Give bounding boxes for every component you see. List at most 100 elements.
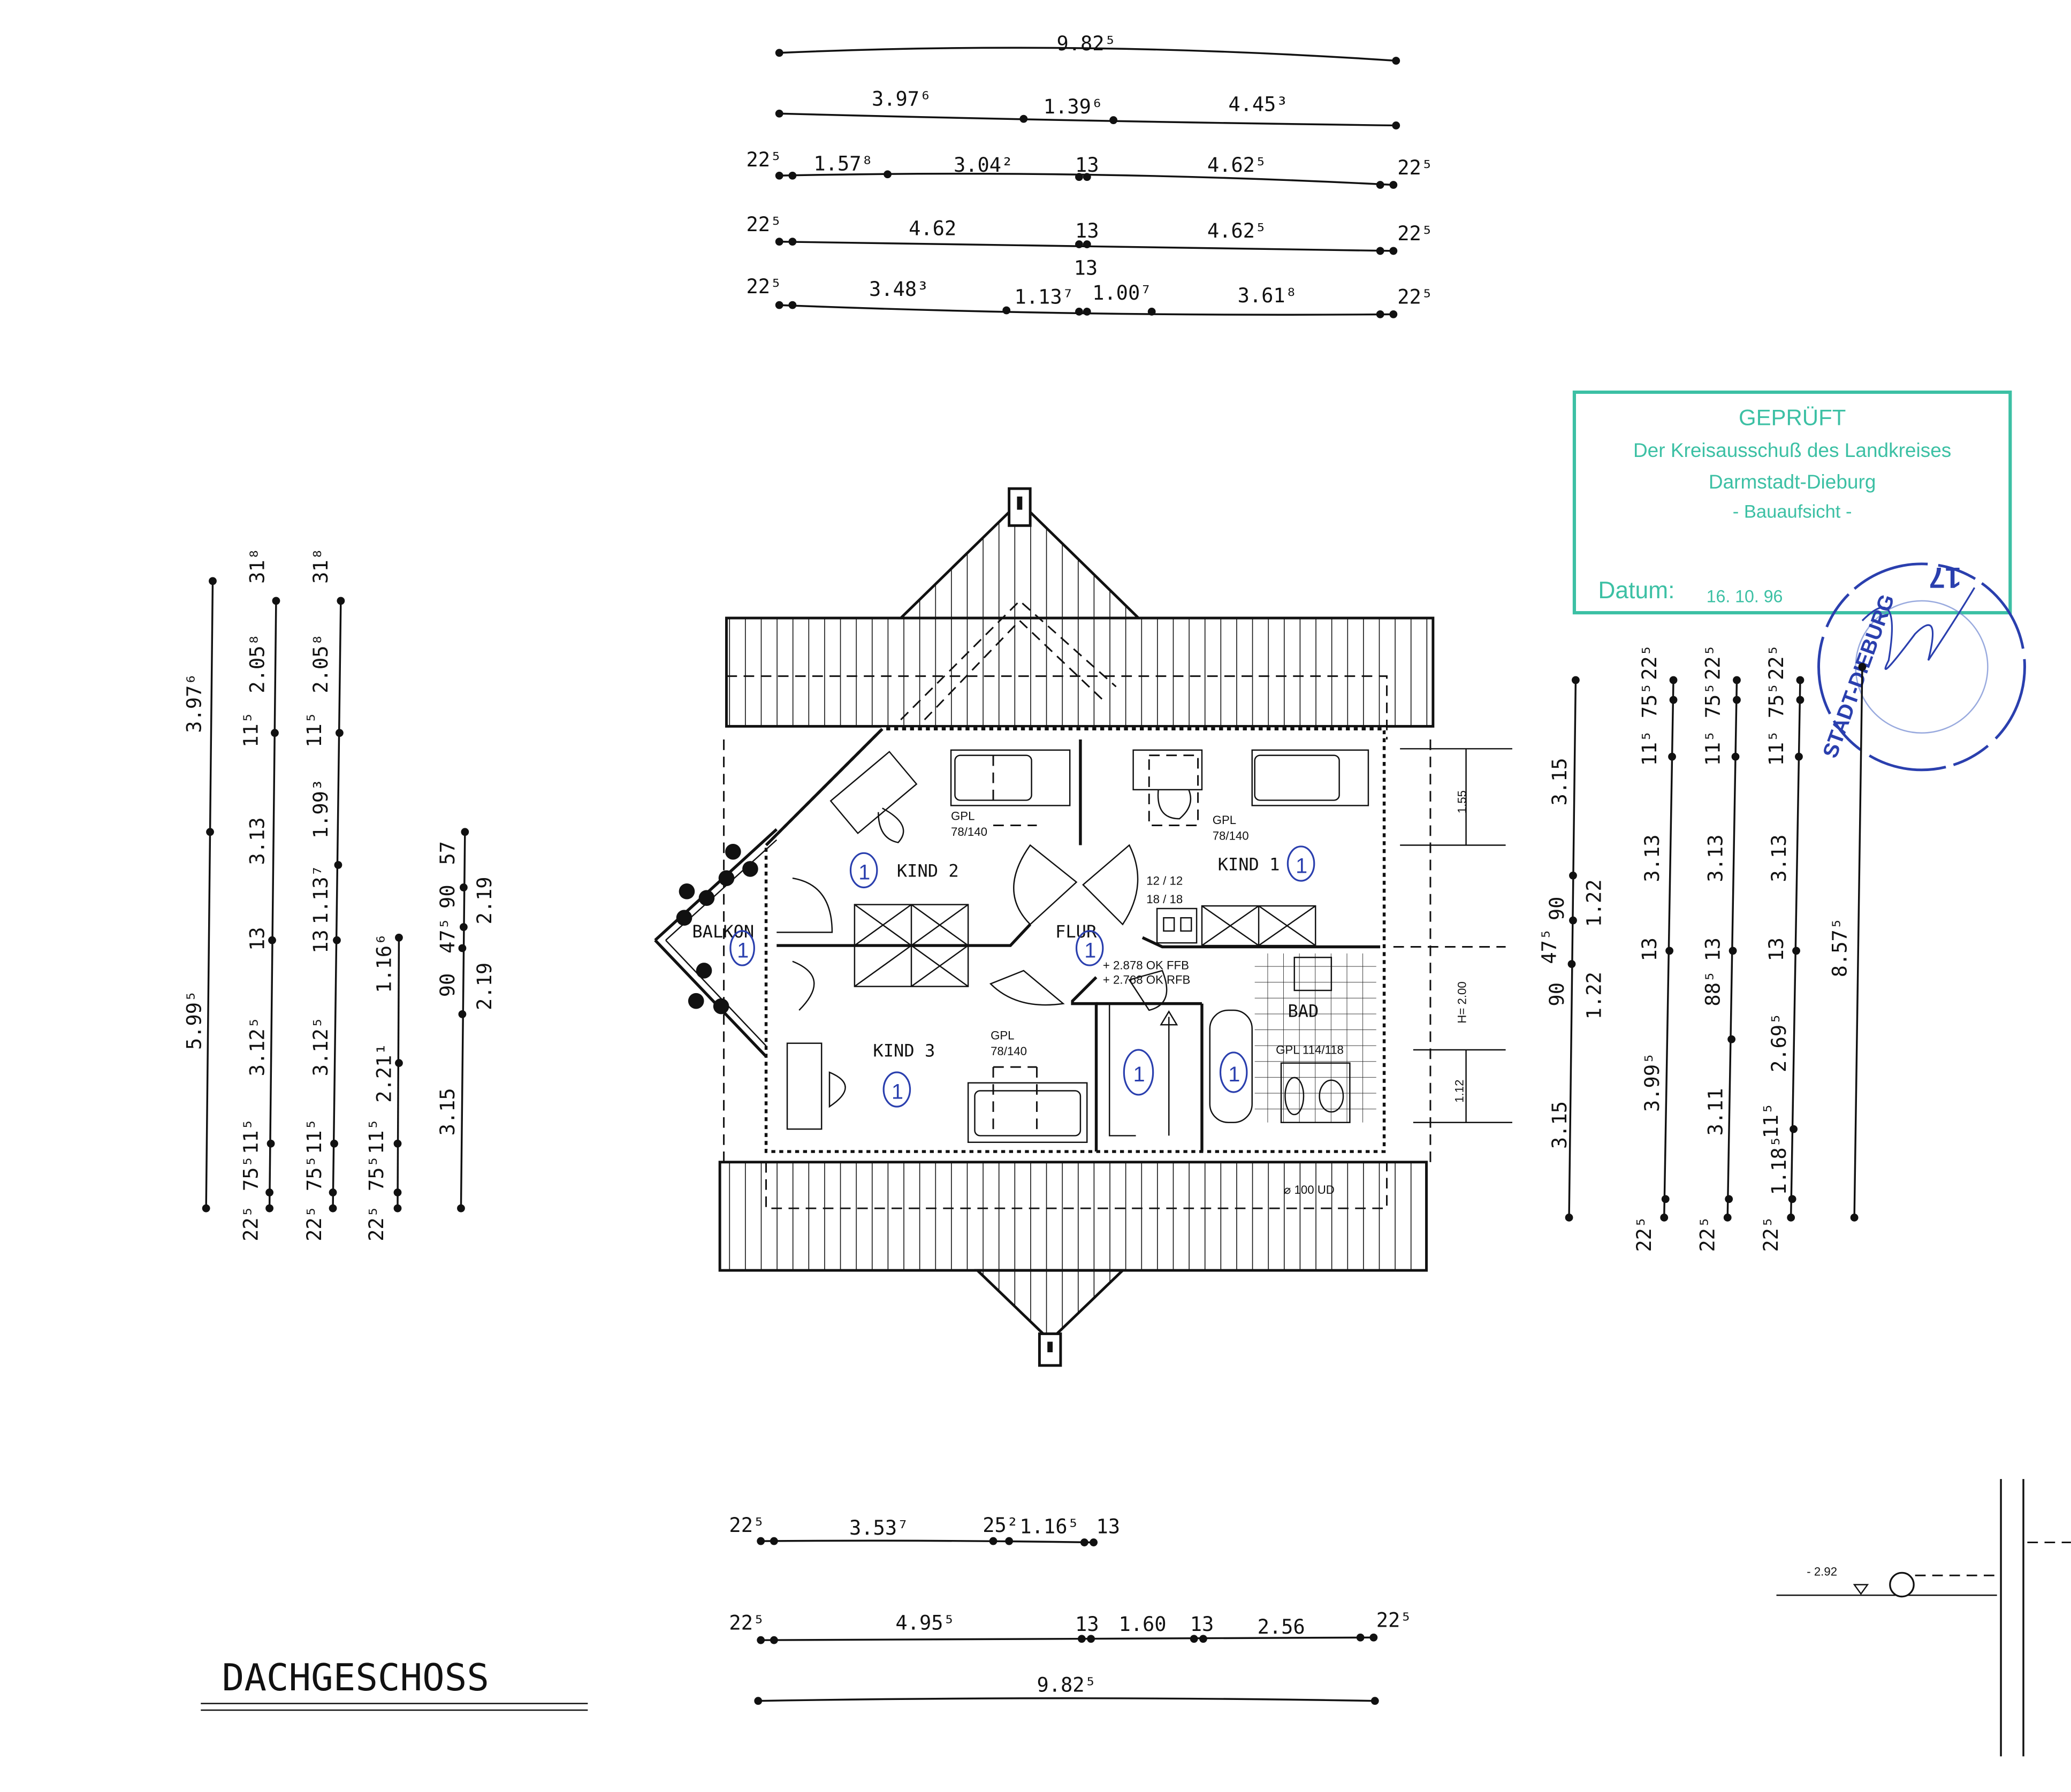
dim-label: 88⁵ (1701, 971, 1724, 1006)
dim-label: 22⁵ (1633, 1216, 1656, 1252)
dim-label: 3.15 (1548, 1101, 1571, 1149)
dim-label: 57 (436, 841, 459, 865)
drawing-title: DACHGESCHOSS (201, 1657, 588, 1711)
room-kind1: KIND 1 (1218, 854, 1280, 874)
dim-112: 1.12 (1453, 1080, 1466, 1103)
dim-label: 4.95⁵ (895, 1611, 955, 1634)
dim-label: 75⁵ (239, 1155, 262, 1191)
section-marker: - 2.92 (1776, 1479, 2071, 1757)
dim-label: 22⁵ (1696, 1216, 1719, 1252)
gpl-kind1: 78/140 (1213, 829, 1249, 843)
dim-label: 2.56 (1258, 1615, 1305, 1638)
dim-label: 13 (1075, 1613, 1099, 1636)
dim-label: 22⁵ (239, 1206, 262, 1241)
dim-label: 1.22 (1582, 972, 1605, 1019)
stamp-department: - Bauaufsicht - (1733, 501, 1852, 522)
dim-label: 22⁵ (729, 1514, 765, 1537)
dim-label: 1.13⁷ (309, 865, 332, 924)
right-dimensions: 3.15 90 47⁵ 90 1.22 1.22 3.15 22⁵ 11⁵ 75… (1537, 644, 1867, 1252)
dim-label: 1.57⁸ (813, 152, 873, 175)
dim-label: 2.19 (473, 963, 496, 1010)
top-dimensions: 9.82⁵ 3.97⁶ 1.39⁶ 4.45³ 22⁵ 1.57⁸ 3.04² … (747, 32, 1433, 318)
dim-label: 25² (983, 1514, 1018, 1537)
dim-label: 1.99³ (309, 779, 332, 838)
gpl-kind3: 78/140 (991, 1044, 1027, 1058)
dim-label: 3.12⁵ (309, 1017, 332, 1076)
dim-label: 11⁵ (239, 1118, 262, 1154)
roof-bottom (718, 1161, 1428, 1367)
approval-stamp: GEPRÜFT Der Kreisausschuß des Landkreise… (1572, 390, 2012, 615)
level-ffb: + 2.878 OK FFB (1103, 958, 1189, 972)
dim-label: 13 (1074, 256, 1098, 279)
official-seal: STADT-DIEBURG 17 (1817, 561, 2026, 772)
stamp-date-label: Datum: (1598, 577, 1674, 604)
dim-label: 3.12⁵ (246, 1017, 269, 1076)
dim-label: 13 (1701, 937, 1724, 962)
dim-label: 4.62⁵ (1207, 219, 1267, 242)
dim-label: 11⁵ (365, 1118, 388, 1154)
stamp-title: GEPRÜFT (1739, 405, 1846, 430)
dim-label: 3.99⁵ (1641, 1053, 1664, 1112)
furniture (776, 749, 1369, 1143)
dim-label: 90 (1545, 982, 1569, 1006)
dim-label: 11⁵ 75⁵ (1765, 682, 1788, 766)
dim-label: 1.39⁶ (1044, 95, 1103, 118)
gpl-label: GPL (991, 1028, 1014, 1042)
level-mark: - 2.92 (1807, 1565, 1837, 1578)
dim-label: 1.22 (1582, 879, 1605, 927)
dim-155: 1.55 (1456, 790, 1469, 813)
dim-label: 3.97⁶ (182, 673, 205, 733)
dim-label: 3.13 (1704, 834, 1727, 882)
seal-number: 17 (1929, 561, 1961, 594)
dim-label: 47⁵ (1537, 928, 1560, 964)
gpl-bad: GPL 114/118 (1276, 1043, 1344, 1056)
dim-label: 11⁵ (303, 712, 326, 748)
dim-label: 5.99⁵ (182, 990, 205, 1050)
dim-label: 13 (1190, 1613, 1214, 1636)
dim-label: 13 (246, 927, 269, 951)
dim-label: 75⁵ (303, 1155, 326, 1191)
dim-label: 9.82⁵ (1037, 1673, 1096, 1696)
chimney-size-1: 12 / 12 (1146, 874, 1183, 888)
dim-label: 3.61⁸ (1238, 284, 1297, 307)
dim-label: 11⁵ (239, 712, 262, 748)
dim-label: 3.15 (436, 1088, 459, 1135)
dim-label: 22⁵ (1397, 222, 1433, 245)
dim-label: 2.69⁵ (1768, 1013, 1791, 1072)
roof-top (725, 487, 1435, 740)
gpl-kind2: 78/140 (951, 825, 987, 838)
dim-label: 3.13 (246, 817, 269, 865)
dim-label: 22⁵ (1376, 1609, 1412, 1632)
dim-label: 22⁵ (747, 148, 782, 171)
gpl-label: GPL (951, 810, 974, 823)
dim-label: 3.11 (1704, 1088, 1727, 1135)
stamp-date-value: 16. 10. 96 (1707, 586, 1783, 606)
height-note: H= 2.00 (1456, 981, 1469, 1023)
room-kind3: KIND 3 (873, 1040, 935, 1061)
dim-label: 13 (1638, 937, 1661, 962)
dim-label: 3.53⁷ (849, 1516, 909, 1539)
pipe-note: ⌀ 100 UD (1284, 1183, 1335, 1196)
bathroom (1209, 953, 1376, 1123)
dim-label: 13 (1075, 154, 1099, 177)
dim-label: 22⁵ (1701, 644, 1724, 680)
dim-label: 1.16⁵ (1019, 1515, 1079, 1538)
dim-label: 3.04² (954, 154, 1013, 177)
dim-label: 47⁵ (436, 918, 459, 954)
dim-label: 1.13⁷ (1015, 286, 1074, 309)
left-dimensions: 3.97⁶ 5.99⁵ 31⁸ 2.05⁸ 11⁵ 3.13 13 3.12⁵ … (182, 548, 496, 1241)
dim-label: 3.13 (1768, 834, 1791, 882)
dim-label: 8.57⁵ (1828, 918, 1851, 977)
dim-label: 11⁵ (1760, 1103, 1783, 1139)
balcony (654, 828, 778, 1058)
signature (1861, 587, 1976, 670)
room-mark: 1 (858, 861, 870, 884)
dim-label: 22⁵ (747, 275, 782, 298)
dim-label: 4.62 (909, 217, 956, 240)
dim-label: 90 (1545, 897, 1569, 921)
dim-label: 90 (436, 884, 459, 909)
dim-label: 11⁵ (303, 1118, 326, 1154)
dim-label: 2.05⁸ (309, 634, 332, 693)
dim-label: 22⁵ (1765, 644, 1788, 680)
